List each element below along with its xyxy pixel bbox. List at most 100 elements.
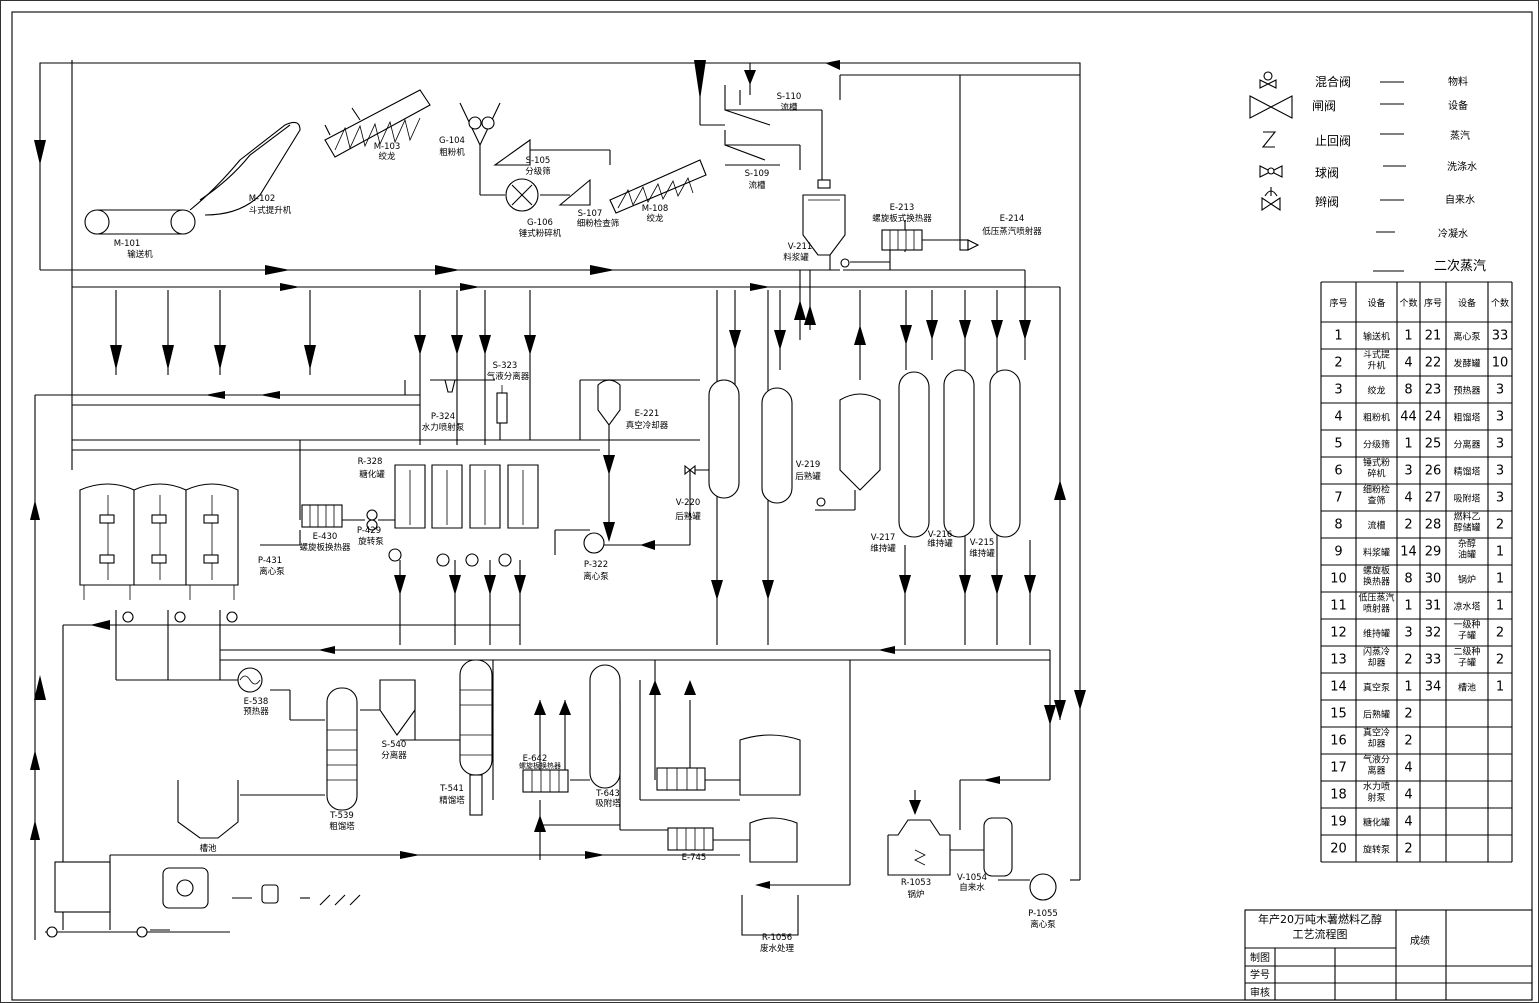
table-cell: 2 (1334, 356, 1342, 371)
table-cell: 10 (1330, 572, 1347, 587)
table-cell: 6 (1334, 464, 1342, 479)
table-cell: 2 (1496, 653, 1504, 668)
table-cell: 1 (1496, 680, 1504, 695)
label-code-e745: E-745 (682, 853, 707, 863)
table-cell: 13 (1330, 653, 1347, 668)
heat-exchanger-e430 (301, 504, 343, 528)
legend-line-wash-water: 洗涤水 (1447, 160, 1477, 173)
table-cell: 3 (1404, 464, 1412, 479)
aging-tanks (684, 369, 1021, 538)
table-cell: 28 (1425, 518, 1442, 533)
label-name-p324: 水力喷射泵 (422, 422, 465, 433)
heat-exchanger-e642 (522, 769, 569, 793)
table-cell: 7 (1334, 491, 1342, 506)
table-cell: 4 (1404, 761, 1412, 776)
label-code-e213: E-213 (890, 203, 915, 213)
legend-line-equipment: 设备 (1448, 99, 1468, 112)
table-cell: 32 (1425, 626, 1442, 641)
legend-line-secondary-steam: 二次蒸汽 (1434, 258, 1486, 274)
table-cell: 44 (1400, 410, 1417, 425)
table-cell: 真空冷却器 (1363, 727, 1390, 750)
label-name-p1055: 离心泵 (1030, 919, 1056, 930)
table-cell: 1 (1404, 437, 1412, 452)
label-code-t541: T-541 (439, 784, 464, 794)
table-cell: 8 (1404, 572, 1412, 587)
table-cell: 精馏塔 (1453, 466, 1480, 478)
ejector-p324 (444, 379, 456, 393)
label-code-r328: R-328 (358, 457, 383, 467)
legend-valve-gate: 闸阀 (1312, 99, 1336, 113)
table-cell: 33 (1492, 329, 1509, 344)
water-tank-v1054 (983, 817, 1013, 877)
table-cell: 31 (1425, 599, 1442, 614)
table-cell: 17 (1330, 761, 1347, 776)
table-cell: 14 (1400, 545, 1417, 560)
screen-s107 (558, 178, 591, 206)
title-line-1: 年产20万吨木薯燃料乙醇 (1258, 912, 1382, 926)
label-name-m102: 斗式提升机 (249, 205, 292, 216)
storage-tanks (739, 734, 801, 863)
steam-jet-e214 (959, 239, 980, 251)
label-name-s105: 分级筛 (525, 166, 551, 177)
table-cell: 细粉检查筛 (1363, 484, 1390, 507)
table-cell: 闪蒸冷却器 (1363, 646, 1390, 669)
table-cell: 23 (1425, 383, 1442, 398)
label-pool: 槽池 (199, 843, 217, 854)
label-code-p322: P-322 (584, 560, 608, 570)
pump-p322 (583, 532, 605, 554)
separator-s540 (379, 679, 416, 736)
label-name-v217: 维持罐 (870, 543, 896, 554)
table-header-cell: 个数 (1491, 297, 1509, 309)
title-line-2: 工艺流程图 (1293, 927, 1348, 941)
table-header-cell: 序号 (1424, 297, 1442, 309)
label-code-t643: T-643 (595, 789, 620, 799)
table-cell: 34 (1425, 680, 1442, 695)
table-cell: 绞龙 (1367, 385, 1385, 397)
label-code-s110: S-110 (777, 92, 802, 102)
table-cell: 25 (1425, 437, 1442, 452)
label-name-p429: 旋转泵 (358, 536, 384, 547)
label-name-s540: 分离器 (381, 750, 407, 761)
label-code-m103: M-103 (374, 142, 401, 152)
table-cell: 8 (1404, 383, 1412, 398)
table-cell: 20 (1330, 842, 1347, 857)
table-cell: 1 (1404, 329, 1412, 344)
label-name-e213: 螺旋板式换热器 (872, 213, 932, 224)
table-cell: 后熟罐 (1363, 709, 1390, 721)
legend-valve-ball: 球阀 (1315, 166, 1339, 180)
preheater-e538 (237, 667, 263, 693)
table-cell: 5 (1334, 437, 1342, 452)
table-cell: 分级筛 (1363, 439, 1390, 451)
label-code-e430: E-430 (313, 532, 338, 542)
table-cell: 1 (1496, 572, 1504, 587)
label-name-v1054: 自来水 (959, 882, 985, 893)
table-cell: 凉水塔 (1453, 601, 1480, 613)
table-cell: 2 (1404, 653, 1412, 668)
table-cell: 14 (1330, 680, 1347, 695)
table-cell: 4 (1404, 356, 1412, 371)
label-name-e221: 真空冷却器 (626, 420, 669, 431)
table-cell: 24 (1425, 410, 1442, 425)
table-cell: 吸附塔 (1453, 493, 1480, 505)
vacuum-cooler-e221 (597, 379, 621, 426)
table-cell: 3 (1496, 410, 1504, 425)
label-name-v216: 维持罐 (927, 538, 953, 549)
label-name-e538: 预热器 (243, 706, 269, 717)
table-cell: 15 (1330, 707, 1347, 722)
label-name-t539: 粗馏塔 (329, 821, 355, 832)
table-cell: 糖化罐 (1363, 817, 1390, 829)
label-name-e214: 低压蒸汽喷射器 (982, 226, 1042, 237)
label-code-e214: E-214 (1000, 214, 1025, 224)
table-cell: 22 (1425, 356, 1442, 371)
label-name-m101: 输送机 (127, 249, 153, 260)
legend-line-condensate: 冷凝水 (1438, 227, 1468, 240)
label-code-p1055: P-1055 (1028, 909, 1058, 919)
grade-label: 成绩 (1410, 934, 1430, 947)
table-header-cell: 设备 (1367, 297, 1385, 309)
table-cell: 12 (1330, 626, 1347, 641)
heat-exchanger-e213 (881, 229, 923, 251)
chute-s109-s110 (724, 85, 771, 161)
table-cell: 33 (1425, 653, 1442, 668)
label-code-m101: M-101 (114, 239, 141, 249)
table-cell: 燃料乙醇储罐 (1453, 511, 1480, 534)
